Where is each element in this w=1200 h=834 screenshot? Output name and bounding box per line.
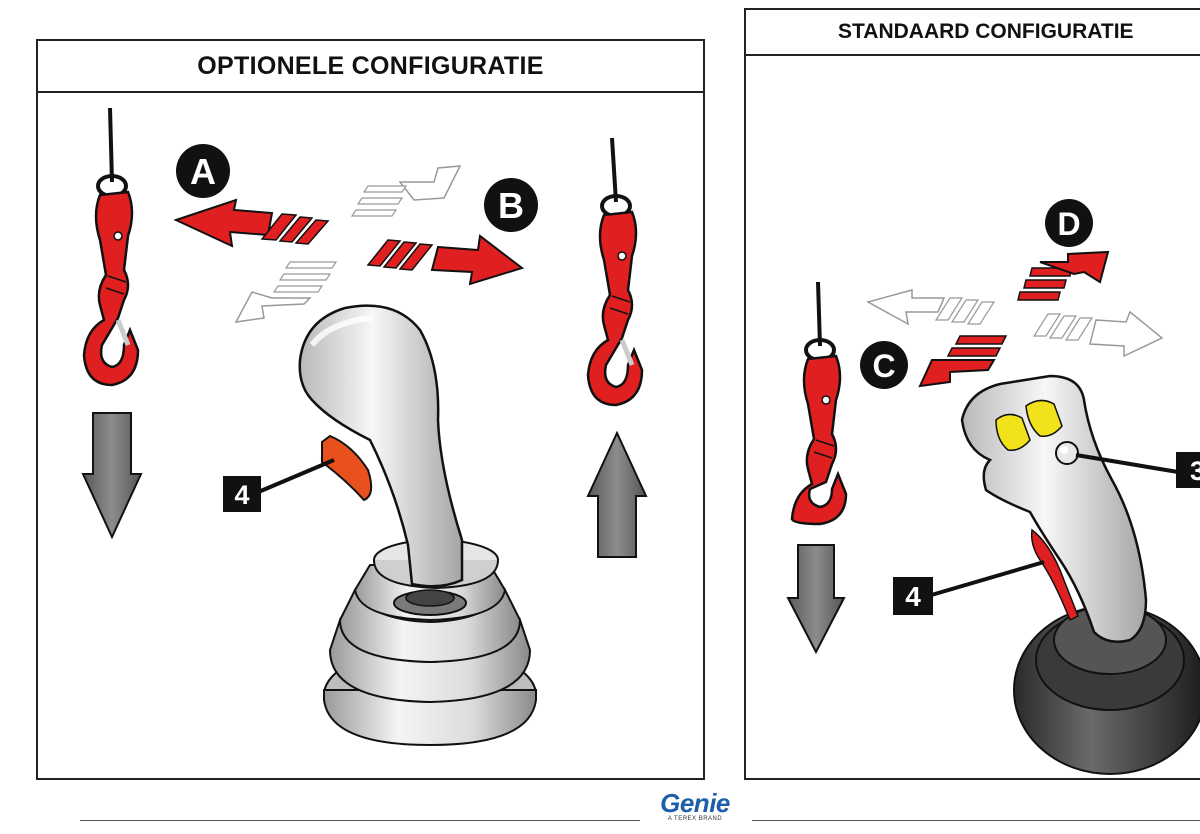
arrow-up-right (586, 430, 648, 558)
genie-logo-tagline: A TEREX BRAND (667, 816, 723, 822)
footer-rule-left (80, 820, 640, 821)
standard-configuration-panel: STANDAARD CONFIGURATIE (744, 8, 1200, 780)
white-arrow-left-standard (866, 289, 996, 326)
badge-b-text: B (498, 185, 524, 226)
arrow-down-left (81, 412, 143, 540)
red-arrow-c (918, 335, 1008, 388)
crane-hook-standard (790, 281, 848, 526)
genie-logo-word: Genie (660, 788, 730, 818)
badge-d-text: D (1057, 206, 1080, 242)
callout-3-standard-text: 3 (1190, 456, 1200, 486)
joystick-optional (298, 304, 537, 747)
callout-4-optional-text: 4 (234, 480, 249, 510)
callout-3-standard: 3 (1075, 452, 1200, 488)
badge-a: A (176, 144, 230, 198)
badge-c: C (860, 341, 908, 389)
genie-logo: Genie A TEREX BRAND (640, 790, 750, 822)
red-arrow-a (173, 198, 330, 248)
callout-4-standard-text: 4 (905, 581, 921, 612)
badge-d: D (1045, 199, 1093, 247)
crane-hook-right (586, 137, 644, 407)
standard-configuration-title: STANDAARD CONFIGURATIE (746, 10, 1200, 56)
arrow-down-standard (786, 544, 846, 655)
optional-configuration-title: OPTIONELE CONFIGURATIE (38, 41, 703, 93)
callout-4-optional: 4 (223, 458, 335, 512)
white-arrow-right-standard (1032, 310, 1164, 358)
badge-c-text: C (872, 348, 895, 384)
red-arrow-d (1017, 250, 1110, 301)
crane-hook-left (82, 107, 140, 387)
white-arrow-forward (350, 165, 462, 217)
badge-a-text: A (190, 151, 216, 192)
joystick-standard (960, 374, 1200, 775)
footer-rule-right (752, 820, 1200, 821)
badge-b: B (484, 178, 538, 232)
red-arrow-b (366, 234, 525, 286)
callout-4-standard: 4 (893, 560, 1045, 615)
white-arrow-back (234, 261, 338, 323)
